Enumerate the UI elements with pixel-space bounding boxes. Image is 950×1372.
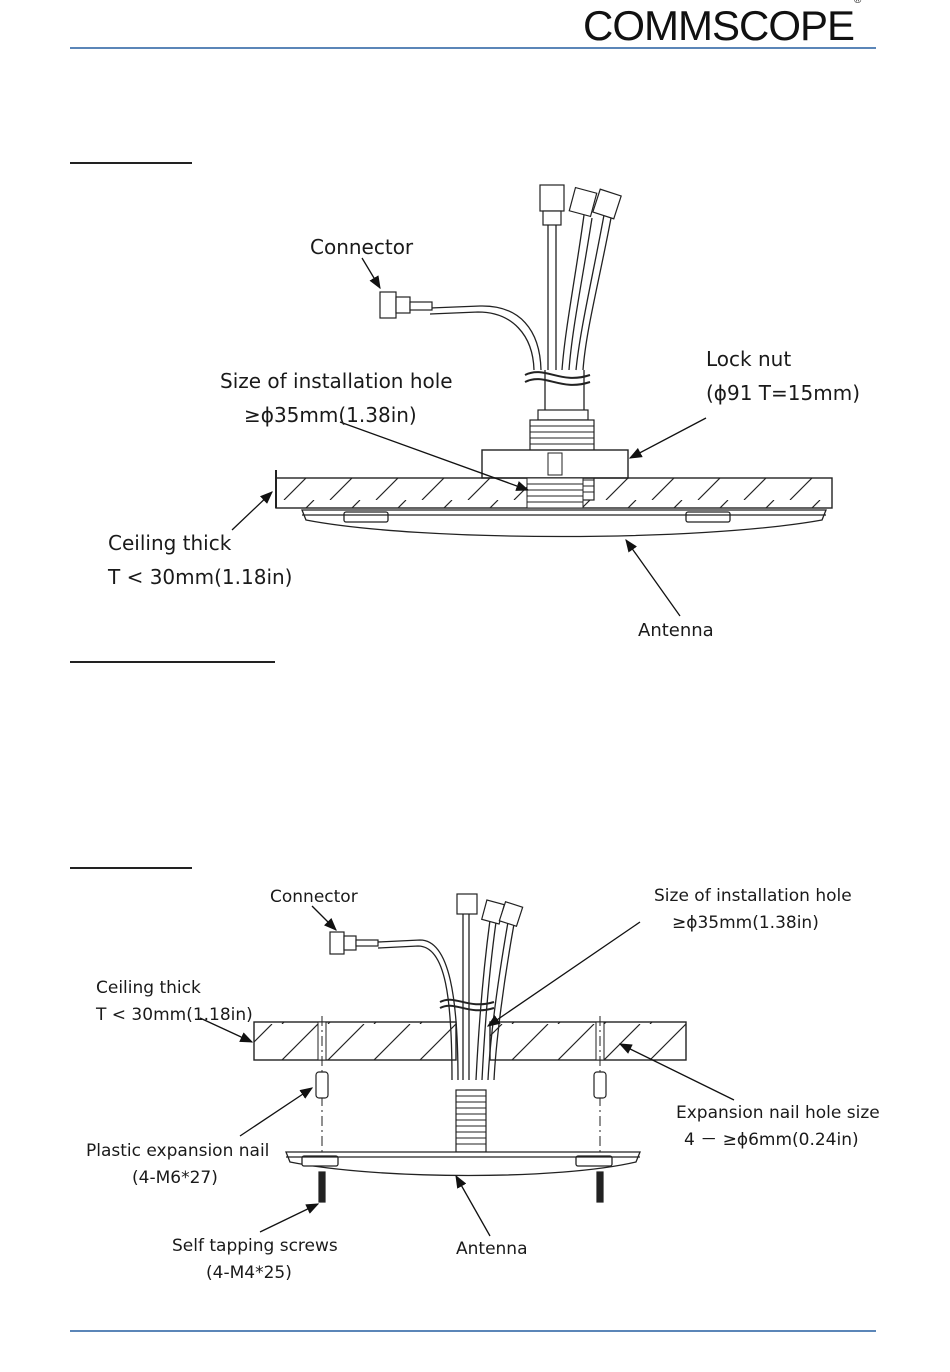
d2-ceiling-label-line1: Ceiling thick: [96, 978, 201, 998]
d1-antenna-label: Antenna: [638, 620, 714, 641]
d1-lock-nut-label-line1: Lock nut: [706, 347, 791, 371]
leader-lines-2: [199, 905, 735, 1237]
d2-antenna-label: Antenna: [456, 1239, 528, 1259]
threaded-tube-2: [455, 1089, 487, 1153]
d2-plastic-nail-label-line1: Plastic expansion nail: [86, 1141, 269, 1161]
antenna-body-2: [285, 1151, 641, 1177]
commscope-logo: COMMSCOPE®: [583, 0, 861, 50]
ceiling-slab-left: [253, 1021, 457, 1061]
expansion-nail-installation-diagram: Connector Size of installation hole ≥ϕ35…: [86, 886, 880, 1283]
cable-bundle-2: [377, 910, 515, 1081]
expansion-nail-icons: [315, 1071, 607, 1099]
logo-registered-mark: ®: [854, 0, 861, 6]
tapping-screw-icons: [318, 1171, 604, 1203]
top-connector-icons: [539, 184, 622, 226]
top-connector-icons-2: [456, 893, 524, 928]
d1-ceiling-label-line1: Ceiling thick: [108, 531, 232, 555]
side-connector-icon-2: [329, 931, 379, 955]
d1-ceiling-label-line2: T < 30mm(1.18in): [107, 565, 292, 589]
header-rule: [70, 47, 876, 49]
leader-lines: [231, 257, 707, 617]
d2-ceiling-label-line2: T < 30mm(1.18in): [95, 1005, 253, 1025]
d2-expansion-hole-label-line2: 4 － ≥ϕ6mm(0.24in): [684, 1130, 859, 1150]
d2-screws-label-line2: (4-M4*25): [206, 1263, 292, 1283]
side-connector-icon: [379, 291, 433, 319]
d1-lock-nut-label-line2: (ϕ91 T=15mm): [706, 381, 860, 405]
lock-nut-installation-diagram: Connector Size of installation hole ≥ϕ35…: [107, 184, 860, 641]
d1-connector-label: Connector: [310, 235, 414, 259]
logo-text: COMMSCOPE: [583, 2, 855, 49]
d2-screws-label-line1: Self tapping screws: [172, 1236, 338, 1256]
section-rule-3: [70, 867, 192, 869]
d2-hole-size-label-line2: ≥ϕ35mm(1.38in): [672, 913, 819, 933]
cable-bundle: [429, 210, 612, 410]
d1-hole-size-label-line1: Size of installation hole: [220, 369, 453, 393]
d2-connector-label: Connector: [270, 887, 358, 907]
section-rule-2: [70, 661, 275, 663]
section-rule-1: [70, 162, 192, 164]
footer-rule: [70, 1330, 876, 1332]
ceiling-slab-right: [489, 1021, 687, 1061]
d2-plastic-nail-label-line2: (4-M6*27): [132, 1168, 218, 1188]
d2-expansion-hole-label-line1: Expansion nail hole size: [676, 1103, 880, 1123]
d2-hole-size-label-line1: Size of installation hole: [654, 886, 852, 906]
d1-hole-size-label-line2: ≥ϕ35mm(1.38in): [244, 403, 417, 427]
antenna-body: [301, 509, 827, 538]
